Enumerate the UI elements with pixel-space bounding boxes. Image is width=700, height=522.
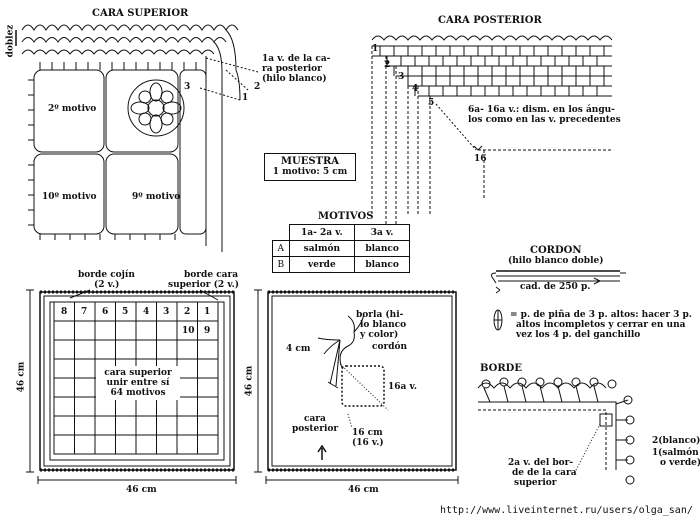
title-cordon: CORDON bbox=[530, 245, 582, 256]
motivos-cell: B bbox=[272, 256, 290, 273]
motivos-row-a: A salmón blanco bbox=[272, 240, 410, 257]
note-1v-line3: (hilo blanco) bbox=[262, 74, 327, 84]
borde-cojin-line2: (2 v.) bbox=[94, 280, 120, 290]
motif-squares bbox=[28, 62, 207, 240]
back-row-2: 2 bbox=[384, 60, 391, 70]
back-cordon-label: cordón bbox=[372, 342, 408, 352]
motivos-table: 1a- 2a v. 3a v. A salmón blanco B verde … bbox=[272, 224, 410, 273]
motivos-cell: A bbox=[272, 240, 290, 257]
back-cara-line2: posterior bbox=[292, 424, 339, 434]
back-16v-label: 16a v. bbox=[388, 382, 417, 392]
grid-num-10: 10 bbox=[182, 326, 195, 336]
borde-cojin-line1: borde cojín bbox=[78, 270, 135, 280]
back-note-line1: 6a- 16a v.: dism. en los ángu- bbox=[468, 105, 615, 115]
back-row-4: 4 bbox=[412, 84, 419, 94]
note-1v-line2: ra posterior bbox=[262, 64, 322, 74]
cordon-legend-line2: altos incompletos y cerrar en una bbox=[516, 320, 686, 330]
grid-num-5: 5 bbox=[122, 307, 129, 317]
grid-num-9: 9 bbox=[204, 326, 211, 336]
cordon-drawing bbox=[491, 270, 626, 331]
grid-num-3: 3 bbox=[163, 307, 170, 317]
back-row-16: 16 bbox=[474, 154, 487, 164]
borde-note-line3: superior bbox=[514, 478, 557, 488]
borla-line2: lo blanco bbox=[360, 320, 407, 330]
grid-num-4: 4 bbox=[143, 307, 150, 317]
motivos-cell: salmón bbox=[288, 240, 356, 257]
borde-cara-line1: borde cara bbox=[184, 270, 239, 280]
title-cara-posterior: CARA POSTERIOR bbox=[438, 15, 542, 26]
back-cushion-drawing bbox=[254, 289, 459, 484]
motif-9-label: 9º motivo bbox=[132, 192, 181, 202]
front-bottom-dim: 46 cm bbox=[126, 485, 157, 495]
muestra-line1: MUESTRA bbox=[280, 156, 340, 167]
cordon-legend-line3: vez los 4 p. del ganchillo bbox=[516, 330, 641, 340]
motivos-row-b: B verde blanco bbox=[272, 256, 410, 273]
motivos-cell: blanco bbox=[354, 256, 410, 273]
motivos-cell: verde bbox=[288, 256, 356, 273]
back-brick-rows bbox=[371, 35, 613, 226]
grid-num-6: 6 bbox=[102, 307, 109, 317]
front-center-text: cara superior unir entre sí 64 motivos bbox=[96, 366, 180, 400]
motivos-header-cell: 3a v. bbox=[354, 224, 410, 241]
borla-line3: y color) bbox=[360, 330, 399, 340]
front-side-dim: 46 cm bbox=[16, 361, 27, 393]
front-center-line3: 64 motivos bbox=[110, 388, 166, 398]
back-16cm-line1: 16 cm bbox=[352, 428, 383, 438]
flower-motif bbox=[127, 79, 185, 137]
back-row-1: 1 bbox=[372, 44, 379, 54]
doblez-label: doblez bbox=[5, 24, 16, 58]
borde-num-1-line3: o verde) bbox=[660, 458, 700, 468]
borde-drawing bbox=[477, 377, 635, 485]
back-row-5: 5 bbox=[428, 98, 435, 108]
muestra-box: MUESTRA 1 motivo: 5 cm bbox=[264, 153, 356, 181]
borde-cara-line2: superior (2 v.) bbox=[168, 280, 240, 290]
top-left-num-1: 1 bbox=[242, 93, 249, 103]
top-chain-row bbox=[21, 24, 241, 252]
note-1v-line1: 1a v. de la ca- bbox=[262, 54, 331, 64]
back-4cm-label: 4 cm bbox=[286, 344, 311, 354]
back-16cm-line2: (16 v.) bbox=[352, 438, 384, 448]
muestra-line2: 1 motivo: 5 cm bbox=[272, 167, 348, 177]
title-cara-superior: CARA SUPERIOR bbox=[92, 8, 189, 19]
grid-num-2: 2 bbox=[184, 307, 191, 317]
back-bottom-dim: 46 cm bbox=[348, 485, 379, 495]
front-center-line1: cara superior bbox=[104, 368, 172, 378]
motivos-header-cell: 1a- 2a v. bbox=[288, 224, 356, 241]
grid-num-7: 7 bbox=[81, 307, 88, 317]
front-center-line2: unir entre sí bbox=[106, 378, 170, 388]
cordon-subtitle: (hilo blanco doble) bbox=[508, 256, 604, 266]
motivos-cell: blanco bbox=[354, 240, 410, 257]
back-row-3: 3 bbox=[398, 72, 405, 82]
cordon-cad: cad. de 250 p. bbox=[520, 282, 591, 292]
cordon-legend-line1: = p. de piña de 3 p. altos: hacer 3 p. bbox=[510, 310, 692, 320]
motif-2-label: 2º motivo bbox=[48, 104, 97, 114]
grid-num-8: 8 bbox=[61, 307, 68, 317]
borla-line1: borla (hi- bbox=[356, 310, 404, 320]
borde-note-line1: 2a v. del bor- bbox=[508, 458, 574, 468]
motivos-header-row: 1a- 2a v. 3a v. bbox=[272, 224, 410, 241]
top-left-num-2: 2 bbox=[254, 82, 261, 92]
back-note-line2: los como en las v. precedentes bbox=[468, 115, 621, 125]
motif-10-label: 10º motivo bbox=[42, 192, 97, 202]
title-borde: BORDE bbox=[480, 363, 522, 374]
top-left-num-3: 3 bbox=[184, 82, 191, 92]
title-motivos: MOTIVOS bbox=[318, 211, 374, 222]
borde-num-1: 1 bbox=[652, 448, 659, 458]
borde-num-1-line2: (salmón bbox=[658, 448, 699, 458]
grid-num-1: 1 bbox=[204, 307, 211, 317]
borde-note-line2: de de la cara bbox=[512, 468, 577, 478]
back-cara-line1: cara bbox=[304, 414, 326, 424]
motivos-header-cell bbox=[272, 224, 290, 241]
watermark-url: http://www.liveinternet.ru/users/olga_sa… bbox=[440, 505, 693, 516]
borde-num-2: 2(blanco) bbox=[652, 436, 700, 446]
back-side-dim: 46 cm bbox=[244, 365, 255, 397]
